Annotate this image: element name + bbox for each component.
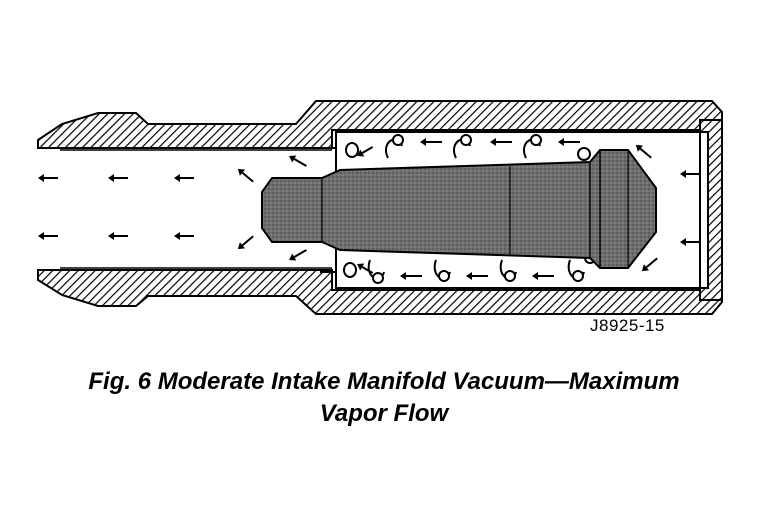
valve-plunger (261, 149, 657, 269)
flow-arrow-icon (420, 138, 442, 146)
flow-arrow-icon (289, 249, 307, 261)
flow-arrow-icon (174, 174, 194, 182)
flow-arrow-icon (532, 272, 554, 280)
caption-line-1: Fig. 6 Moderate Intake Manifold Vacuum—M… (88, 368, 680, 395)
flow-arrow-icon (237, 235, 254, 250)
flow-arrow-icon (357, 263, 374, 274)
flow-arrow-icon (237, 168, 254, 183)
flow-arrow-icon (108, 232, 128, 240)
flow-arrow-icon (108, 174, 128, 182)
flow-arrow-icon (635, 144, 652, 159)
caption-line-2: Vapor Flow (319, 400, 449, 427)
spring (343, 134, 596, 284)
flow-arrow-icon (558, 138, 580, 146)
flow-arrow-icon (289, 155, 307, 167)
valve-housing (37, 100, 723, 315)
flow-arrow-icon (641, 257, 658, 272)
flow-arrow-icon (680, 170, 700, 178)
flow-arrow-icon (680, 238, 700, 246)
flow-arrow-icon (357, 146, 374, 157)
drawing-code: J8925-15 (590, 316, 665, 335)
flow-arrow-icon (466, 272, 488, 280)
flow-arrow-icon (400, 272, 422, 280)
flow-arrow-icon (174, 232, 194, 240)
flow-arrow-icon (490, 138, 512, 146)
flow-arrows (38, 138, 700, 280)
flow-arrow-icon (38, 174, 58, 182)
flow-arrow-icon (38, 232, 58, 240)
figure-caption: Fig. 6 Moderate Intake Manifold Vacuum—M… (0, 366, 768, 430)
